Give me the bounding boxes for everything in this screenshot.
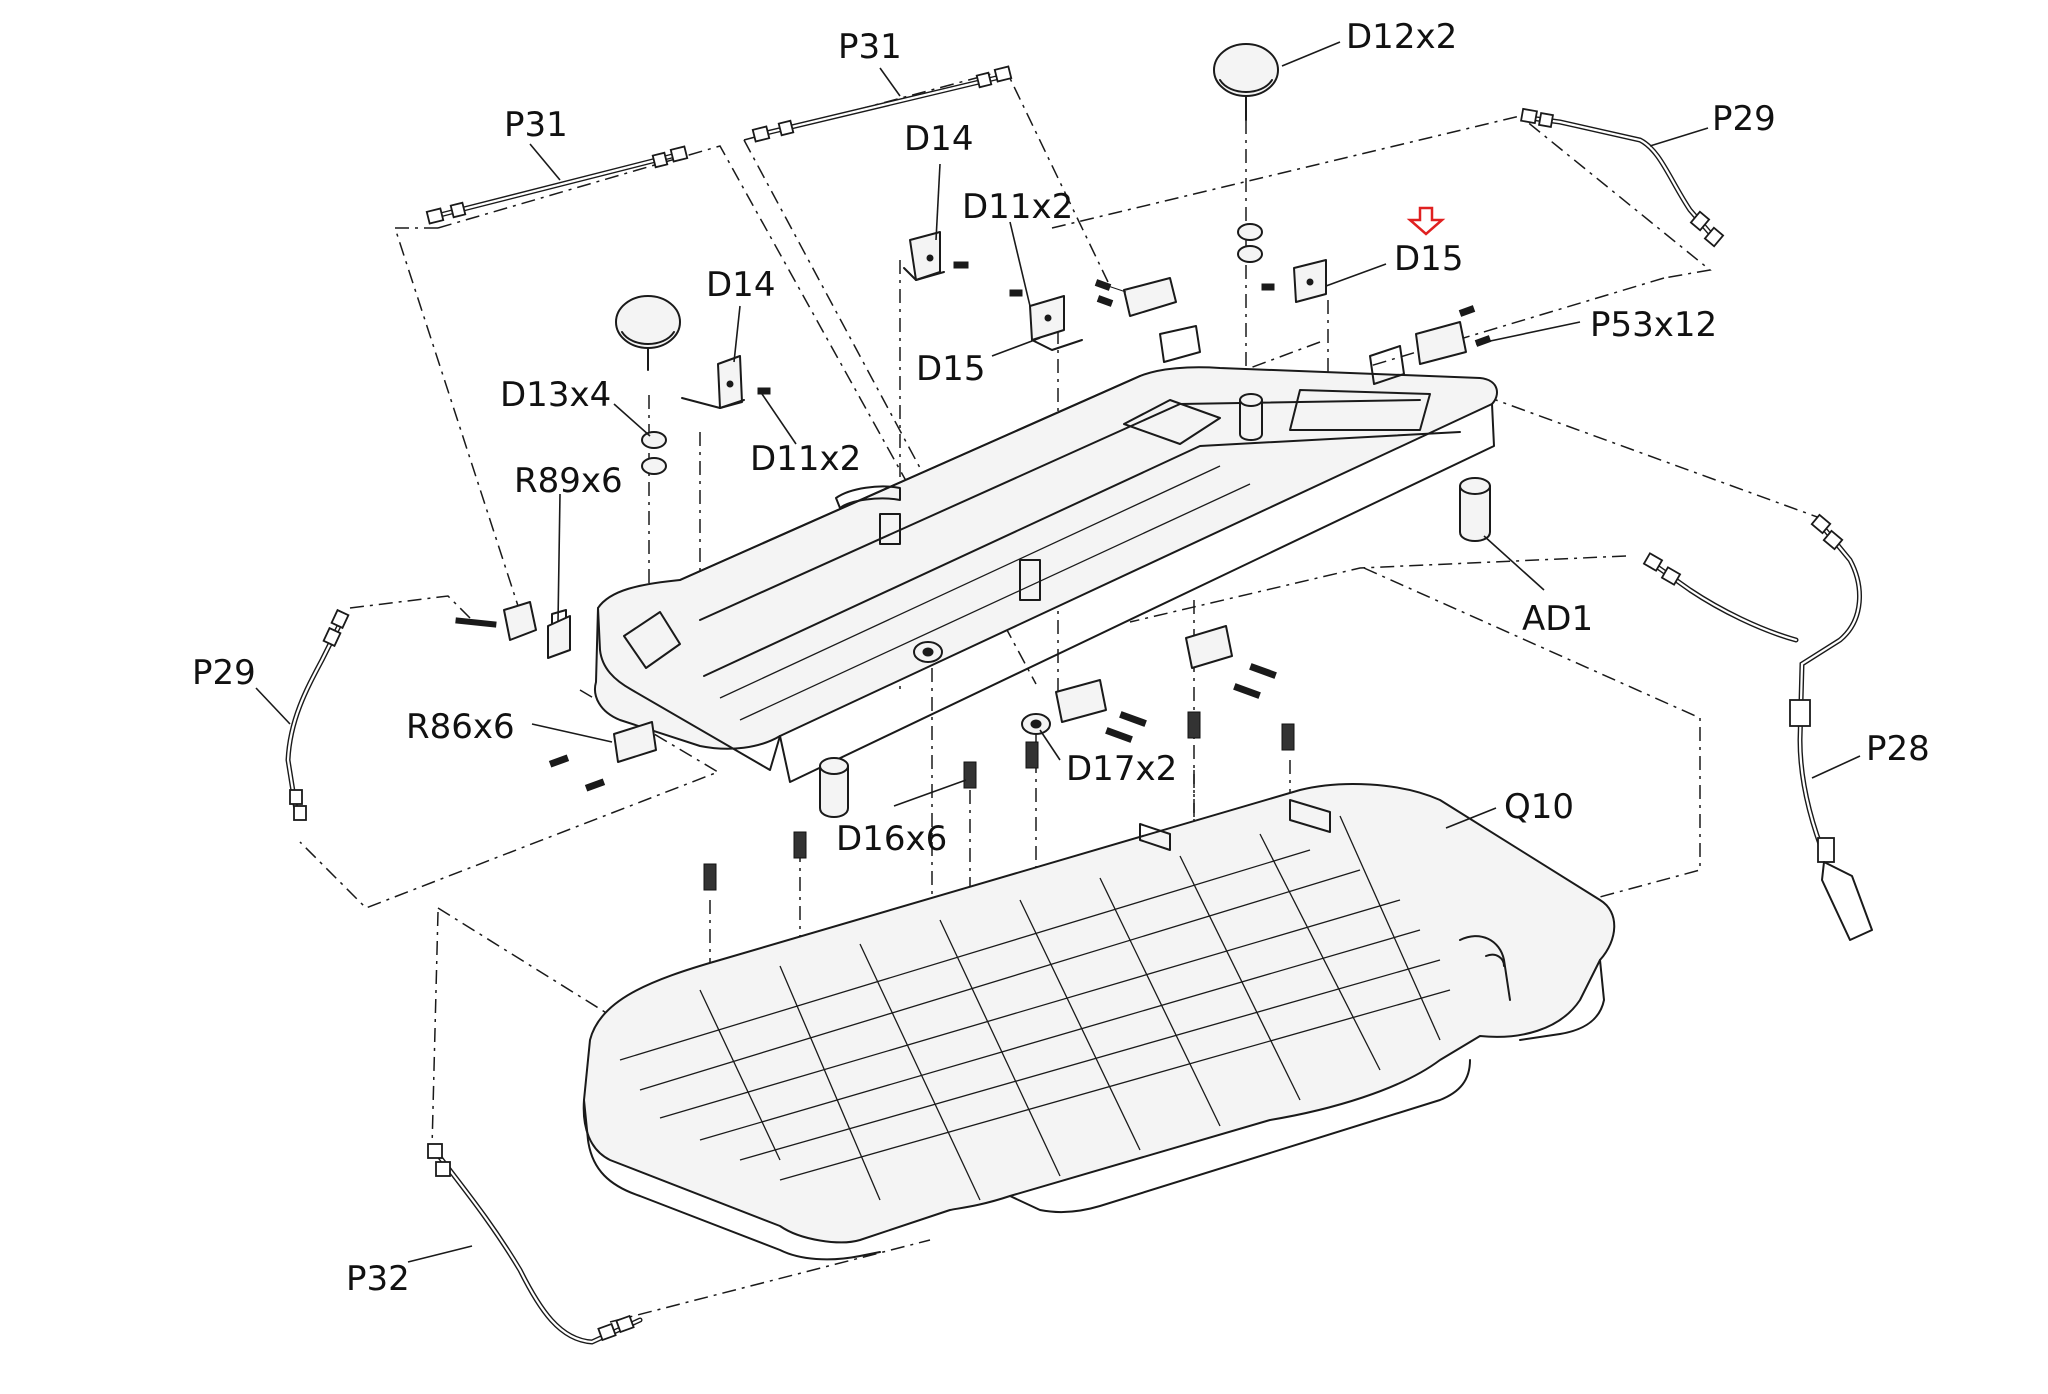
- label-r86: R86x6: [406, 707, 515, 747]
- label-p32: P32: [346, 1259, 410, 1299]
- cable-p29-left: [285, 608, 350, 821]
- bracket-d14-top: [903, 231, 945, 281]
- switch-p53: [503, 277, 1467, 763]
- bracket-d15-right: [1293, 259, 1327, 303]
- label-p29-right: P29: [1712, 99, 1776, 139]
- label-d17: D17x2: [1066, 749, 1177, 789]
- bracket-d15-mid: [1029, 295, 1083, 351]
- setscrews-d16: [703, 711, 1295, 891]
- cable-p31-top: [751, 65, 1013, 143]
- label-d13: D13x4: [500, 375, 611, 415]
- knob-d12-left: [615, 295, 681, 371]
- label-r89: R89x6: [514, 461, 623, 501]
- knob-d12-top: [1213, 43, 1279, 121]
- highlight-arrow-icon: [1406, 206, 1446, 236]
- label-d12: D12x2: [1346, 17, 1457, 57]
- label-p28: P28: [1866, 729, 1930, 769]
- label-q10: Q10: [1504, 787, 1574, 827]
- ad1-bushing: [819, 393, 1491, 818]
- label-p53: P53x12: [1590, 305, 1717, 345]
- cable-p32: [427, 1143, 643, 1345]
- cable-p31-left: [425, 145, 689, 225]
- label-p29-left: P29: [192, 653, 256, 693]
- label-d11-top: D11x2: [962, 187, 1073, 227]
- bracket-d14-mid: [681, 355, 745, 409]
- label-d16: D16x6: [836, 819, 947, 859]
- cable-harnesses: [285, 65, 1873, 1345]
- part-labels: P31 P31 D12x2 P29 D14 D11x2 D15 D14 P53x…: [192, 17, 1930, 1299]
- screws: [455, 261, 1492, 792]
- pad-r89: [547, 615, 571, 659]
- label-p31-top: P31: [838, 27, 902, 67]
- label-d15-right: D15: [1394, 239, 1463, 279]
- cable-p29-right: [1520, 107, 1725, 248]
- leader-lines: [255, 41, 1861, 1263]
- cable-p28: [1642, 513, 1873, 941]
- label-d11-mid: D11x2: [750, 439, 861, 479]
- label-p31-left: P31: [504, 105, 568, 145]
- grommets-d17: [913, 641, 1051, 735]
- label-ad1: AD1: [1522, 599, 1593, 639]
- base-tray-q10: [582, 783, 1616, 1261]
- label-d14-top: D14: [904, 119, 973, 159]
- nut-d13: [641, 223, 1263, 475]
- hardware-parts: [455, 43, 1492, 891]
- label-d14-mid: D14: [706, 265, 775, 305]
- label-d15-mid: D15: [916, 349, 985, 389]
- frame-assembly: [594, 366, 1498, 818]
